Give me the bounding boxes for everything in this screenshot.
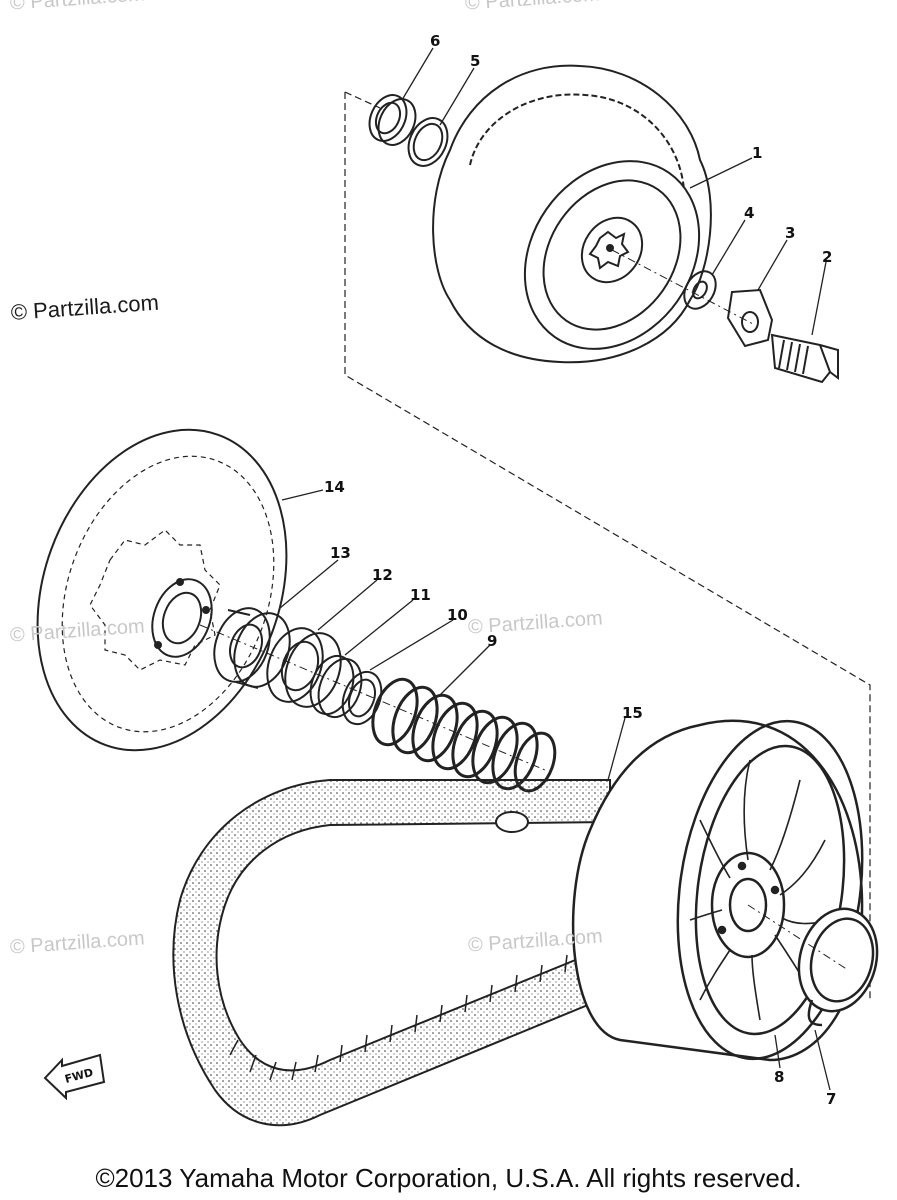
part-1-fixed-sheave (432, 64, 712, 364)
callout-15: 15 (622, 704, 643, 722)
part-2-bolt (770, 333, 839, 384)
copyright-notice: ©2013 Yamaha Motor Corporation, U.S.A. A… (95, 1163, 802, 1193)
callout-10: 10 (447, 606, 468, 624)
callout-11: 11 (410, 586, 431, 604)
axis-lines (199, 249, 849, 971)
callout-5: 5 (470, 52, 480, 70)
part-8-secondary-sheave (571, 719, 864, 1062)
part-15-drive-belt (172, 779, 611, 1127)
callout-4: 4 (744, 204, 754, 222)
callout-3: 3 (785, 224, 795, 242)
callout-7: 7 (826, 1090, 836, 1108)
part-13-bearing (213, 607, 291, 689)
callout-2: 2 (822, 248, 832, 266)
part-5-circlip (407, 117, 449, 167)
part-10-ring (341, 670, 383, 726)
leader-lines (279, 47, 831, 1091)
forward-direction-arrow: FWD (43, 1053, 106, 1101)
callout-9: 9 (487, 632, 497, 650)
part-9-spring (371, 677, 557, 793)
callout-13: 13 (330, 544, 351, 562)
part-7-seal-ring (797, 907, 879, 1027)
callout-14: 14 (324, 478, 345, 496)
callout-8: 8 (774, 1068, 784, 1086)
part-14-sliding-sheave (36, 428, 288, 752)
assembly-frame (344, 91, 871, 1000)
part-4-washer (683, 270, 717, 310)
part-3-lock-plate (726, 288, 774, 348)
callout-12: 12 (372, 566, 393, 584)
callout-6: 6 (430, 32, 440, 50)
callout-numbers: 6 5 1 4 3 2 14 13 12 11 10 9 15 8 7 (324, 32, 836, 1108)
callout-1: 1 (752, 144, 762, 162)
part-6-ring (368, 94, 417, 146)
